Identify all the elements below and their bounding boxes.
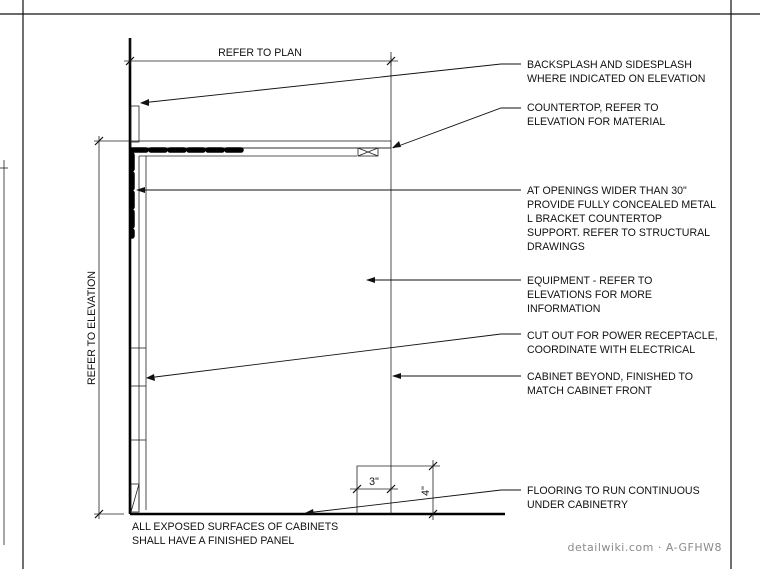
dim-elev-tick-bottom bbox=[94, 509, 104, 519]
countertop-block-x2 bbox=[357, 147, 379, 157]
dim-plan-tick-left bbox=[125, 56, 135, 66]
dim-elev-label: REFER TO ELEVATION bbox=[86, 271, 98, 385]
note-bracket-support: AT OPENINGS WIDER THAN 30" PROVIDE FULLY… bbox=[527, 185, 719, 253]
dim-4in-tick-top bbox=[428, 461, 438, 471]
note-countertop: COUNTERTOP, REFER TO ELEVATION FOR MATER… bbox=[527, 102, 665, 128]
note-flooring: FLOORING TO RUN CONTINUOUS UNDER CABINET… bbox=[527, 485, 703, 511]
countertop-block bbox=[357, 147, 379, 157]
note-power-receptacle: CUT OUT FOR POWER RECEPTACLE, COORDINATE… bbox=[527, 330, 721, 356]
dim-plan-label: REFER TO PLAN bbox=[218, 47, 302, 59]
toe-kick bbox=[130, 483, 140, 513]
leader-equipment bbox=[366, 277, 521, 283]
dim-4in-label: 4" bbox=[420, 486, 432, 496]
cabinet-toe-notch bbox=[356, 465, 392, 514]
dim-plan-tick-right bbox=[386, 56, 396, 66]
note-equipment: EQUIPMENT - REFER TO ELEVATIONS FOR MORE… bbox=[527, 275, 655, 315]
dim-4in-tick-bottom bbox=[428, 509, 438, 519]
dim-3in-tick-left bbox=[352, 484, 362, 494]
note-cabinet-beyond: CABINET BEYOND, FINISHED TO MATCH CABINE… bbox=[527, 371, 696, 397]
leader-receptacle bbox=[146, 333, 521, 381]
leader-cabinet-beyond bbox=[392, 373, 521, 379]
watermark: detailwiki.com · A-GFHW8 bbox=[567, 541, 722, 554]
note-backsplash: BACKSPLASH AND SIDESPLASH WHERE INDICATE… bbox=[527, 59, 705, 85]
countertop bbox=[130, 140, 392, 149]
notes-group: BACKSPLASH AND SIDESPLASH WHERE INDICATE… bbox=[527, 59, 721, 511]
backsplash bbox=[130, 105, 140, 143]
toe-kick-hatch bbox=[130, 483, 140, 513]
leader-backsplash bbox=[140, 63, 521, 106]
dim-elev-tick-top bbox=[94, 136, 104, 146]
dim-3in-tick-right bbox=[386, 484, 396, 494]
l-bracket-support bbox=[129, 147, 244, 239]
footer-note: ALL EXPOSED SURFACES OF CABINETS SHALL H… bbox=[132, 521, 341, 547]
dim-3in-label: 3" bbox=[369, 476, 379, 488]
leader-flooring bbox=[305, 489, 521, 515]
leader-bracket bbox=[136, 187, 521, 193]
leader-countertop bbox=[392, 107, 521, 149]
